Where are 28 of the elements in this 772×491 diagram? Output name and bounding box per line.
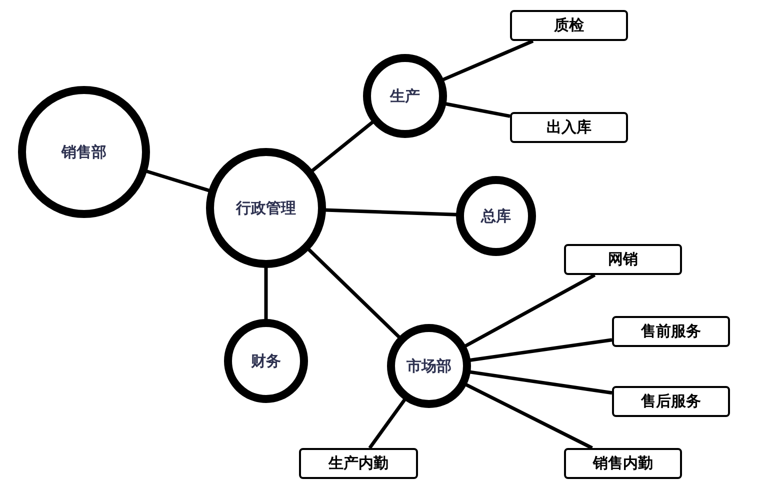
node-label: 售后服务 bbox=[641, 391, 701, 412]
connector-line bbox=[469, 338, 612, 362]
node-label: 总库 bbox=[481, 206, 511, 227]
process-box bbox=[510, 112, 628, 143]
node-label: 售前服务 bbox=[641, 321, 701, 342]
connector-line bbox=[469, 370, 612, 395]
node-label: 生产 bbox=[390, 86, 420, 107]
process-box bbox=[612, 316, 730, 347]
node-label: 质检 bbox=[554, 15, 584, 36]
node-label: 网销 bbox=[608, 249, 638, 270]
process-box bbox=[564, 448, 682, 479]
connector-line bbox=[310, 120, 374, 172]
process-box bbox=[510, 10, 628, 41]
process-box bbox=[612, 386, 730, 417]
node-label: 行政管理 bbox=[236, 198, 296, 219]
process-box bbox=[299, 448, 418, 479]
process-box bbox=[564, 244, 682, 275]
node-label: 销售内勤 bbox=[593, 453, 653, 474]
node-label: 市场部 bbox=[406, 356, 452, 377]
connector-line bbox=[264, 267, 268, 320]
connector-line bbox=[307, 248, 401, 339]
connector-line bbox=[324, 208, 458, 216]
node-label: 出入库 bbox=[546, 117, 592, 138]
node-label: 销售部 bbox=[62, 142, 106, 163]
node-label: 财务 bbox=[251, 350, 281, 372]
connector-line bbox=[444, 102, 510, 118]
node-label: 生产内勤 bbox=[328, 453, 388, 474]
connector-line bbox=[368, 398, 406, 450]
